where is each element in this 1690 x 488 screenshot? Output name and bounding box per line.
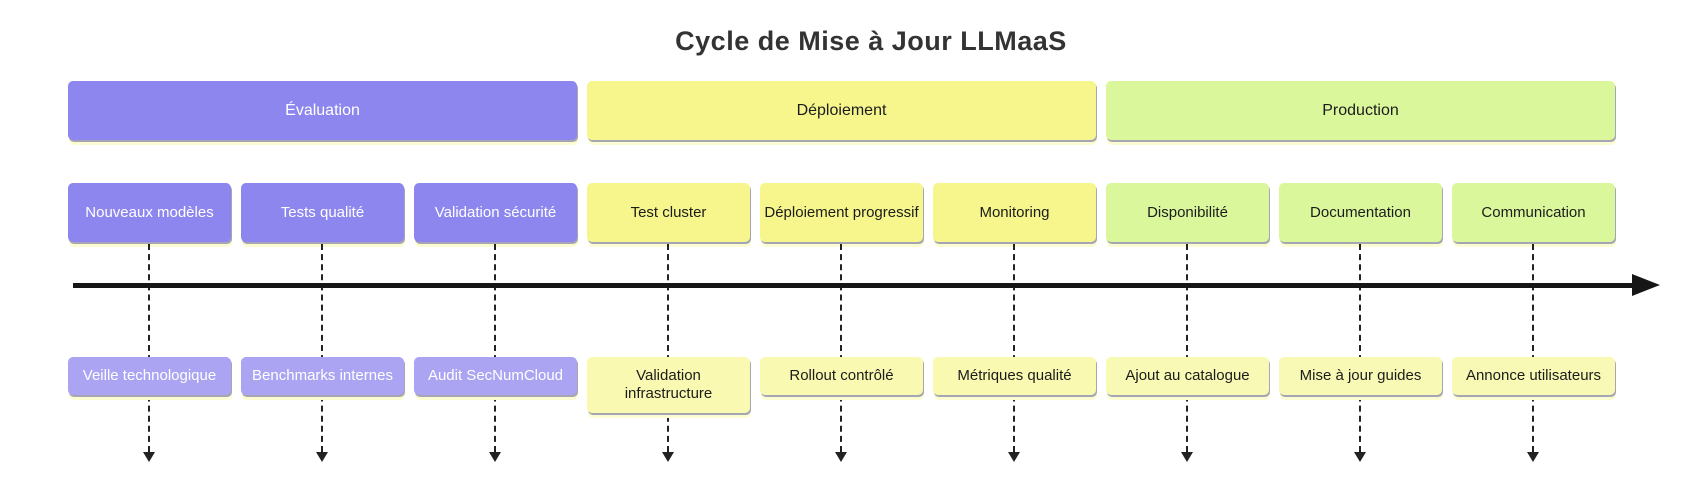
task-box-test-cluster: Test cluster (587, 183, 750, 242)
task-row: Nouveaux modèles Tests qualité Validatio… (68, 183, 1615, 242)
connector-dashed-arrow (489, 244, 501, 462)
event-row: Veille technologique Benchmarks internes… (68, 357, 1615, 413)
connector-dashed-arrow (1354, 244, 1366, 462)
task-box-disponibilite: Disponibilité (1106, 183, 1269, 242)
task-box-deploiement-progressif: Déploiement progressif (760, 183, 923, 242)
timeline-axis-line (73, 283, 1633, 288)
event-box-veille-technologique: Veille technologique (68, 357, 231, 395)
phase-header-production: Production (1106, 81, 1615, 140)
connector-dashed-arrow (1008, 244, 1020, 462)
axis-arrowhead-icon (1632, 274, 1660, 296)
phase-header-deploiement: Déploiement (587, 81, 1096, 140)
event-box-audit-secnumcloud: Audit SecNumCloud (414, 357, 577, 395)
diagram-title: Cycle de Mise à Jour LLMaaS (675, 26, 1067, 56)
event-box-ajout-au-catalogue: Ajout au catalogue (1106, 357, 1269, 395)
event-box-benchmarks-internes: Benchmarks internes (241, 357, 404, 395)
task-box-documentation: Documentation (1279, 183, 1442, 242)
phase-header-evaluation: Évaluation (68, 81, 577, 140)
task-box-nouveaux-modeles: Nouveaux modèles (68, 183, 231, 242)
task-box-communication: Communication (1452, 183, 1615, 242)
event-box-metriques-qualite: Métriques qualité (933, 357, 1096, 395)
phase-header-row: Évaluation Déploiement Production (68, 81, 1615, 140)
connector-dashed-arrow (1181, 244, 1193, 462)
task-box-tests-qualite: Tests qualité (241, 183, 404, 242)
event-box-rollout-controle: Rollout contrôlé (760, 357, 923, 395)
task-box-monitoring: Monitoring (933, 183, 1096, 242)
connector-dashed-arrow (1527, 244, 1539, 462)
connector-dashed-arrow (835, 244, 847, 462)
task-box-validation-securite: Validation sécurité (414, 183, 577, 242)
connector-dashed-arrow (662, 244, 674, 462)
event-box-validation-infrastructure: Validation infrastructure (587, 357, 750, 413)
connector-dashed-arrow (143, 244, 155, 462)
event-box-annonce-utilisateurs: Annonce utilisateurs (1452, 357, 1615, 395)
event-box-mise-a-jour-guides: Mise à jour guides (1279, 357, 1442, 395)
connector-dashed-arrow (316, 244, 328, 462)
